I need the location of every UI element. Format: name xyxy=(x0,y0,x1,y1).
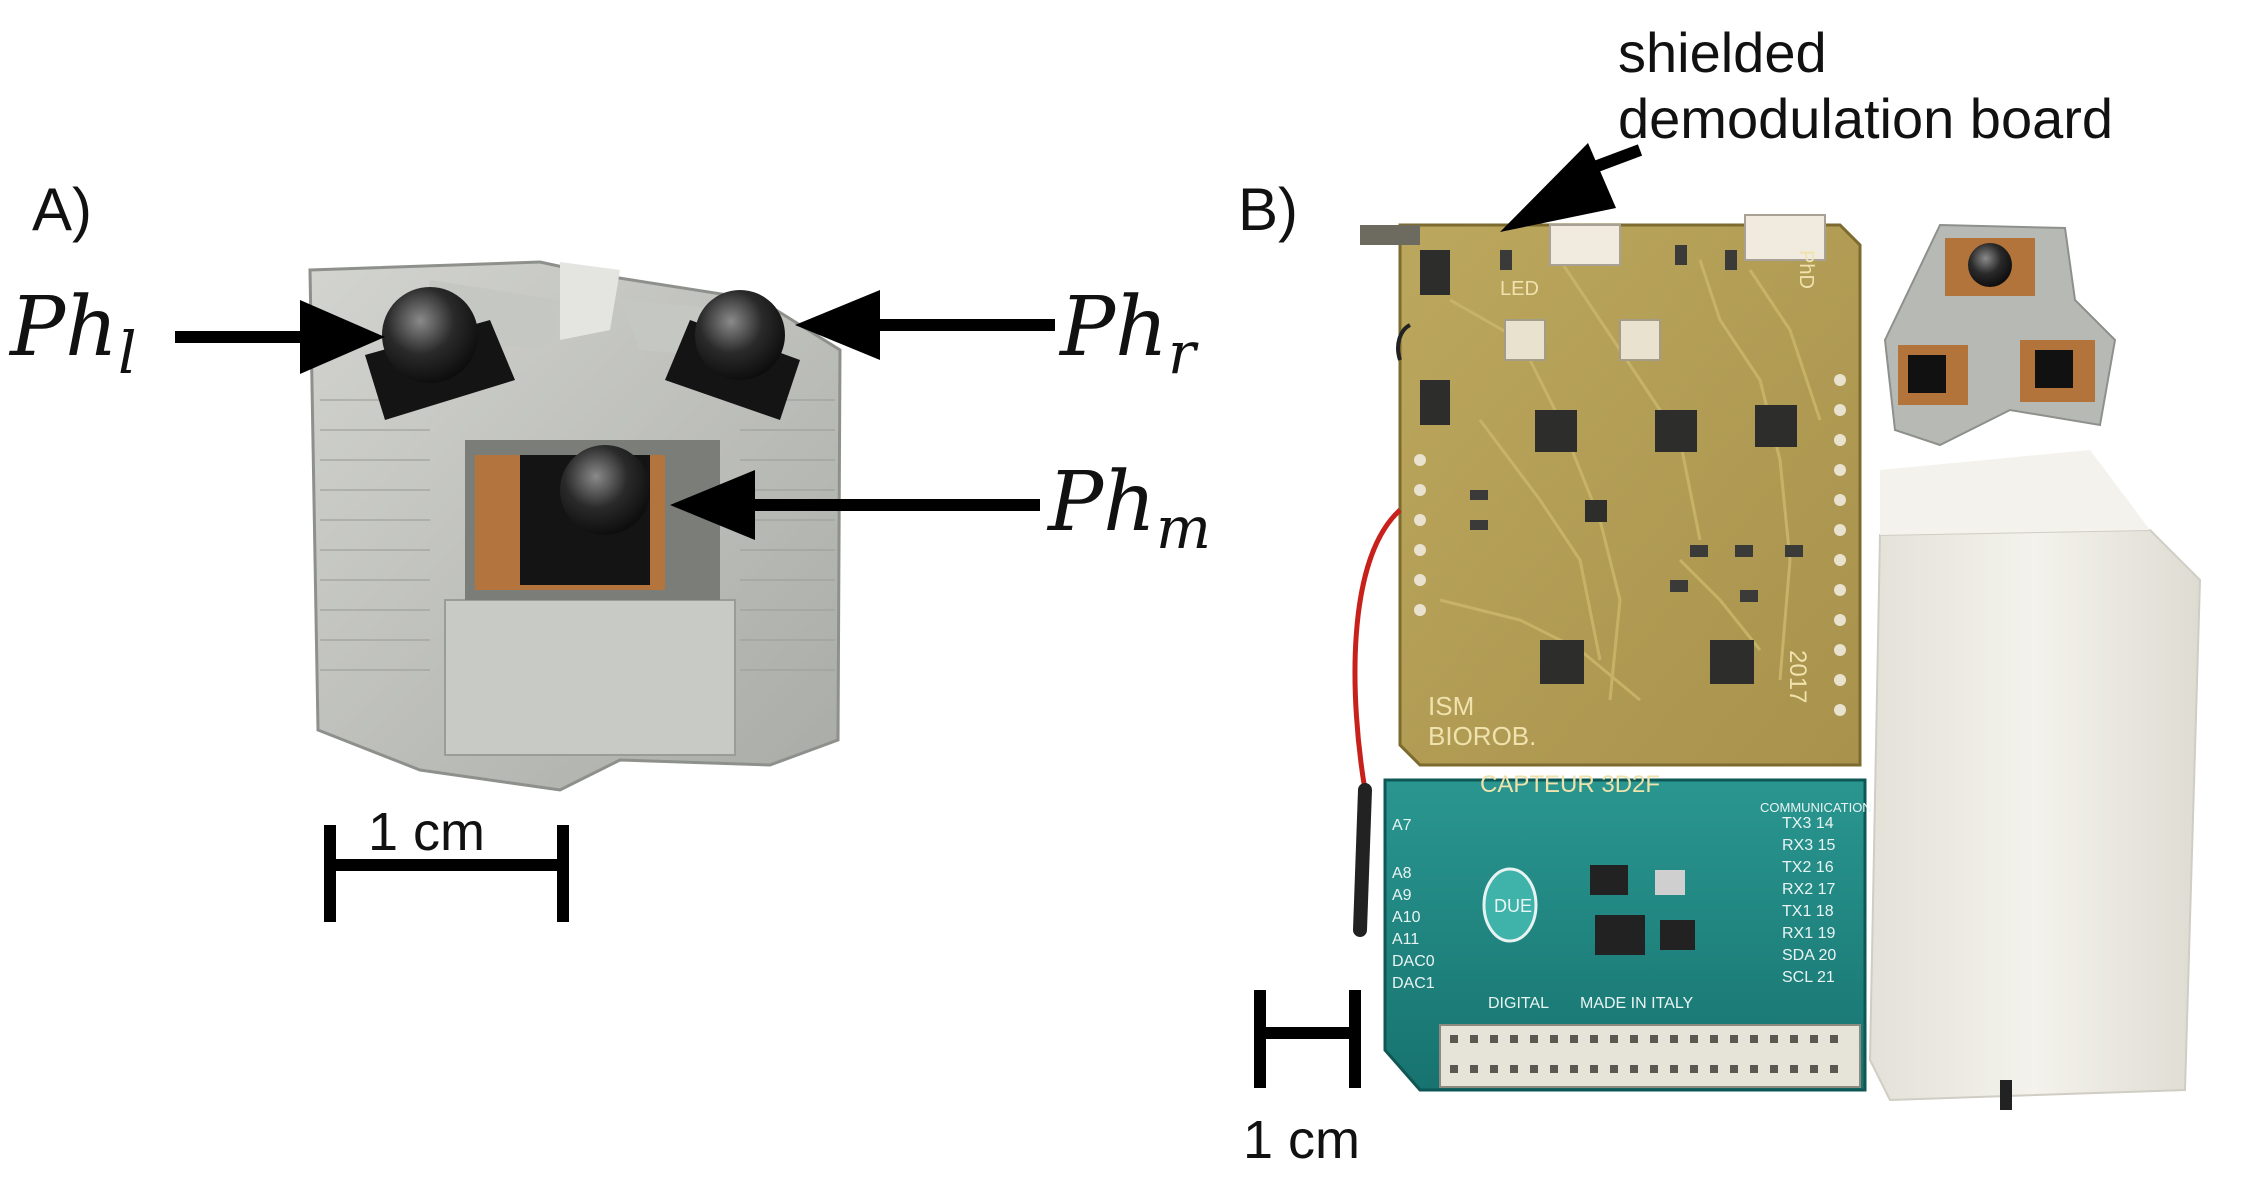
scale-bar-a: 1 cm xyxy=(324,802,569,922)
arrow-right-sensor xyxy=(795,290,1055,360)
photodiode-right xyxy=(665,290,800,420)
pin-label: SDA 20 xyxy=(1782,947,1836,964)
header-connector xyxy=(1439,1024,1861,1088)
pin-label: SCL 21 xyxy=(1782,969,1835,986)
scale-bar-a-text: 1 cm xyxy=(368,802,485,862)
pcb-biorob-text: BIOROB. xyxy=(1428,721,1536,751)
scale-bar-b: 1 cm xyxy=(1243,990,1361,1170)
photodiode-middle xyxy=(520,445,650,585)
digital-label: DIGITAL xyxy=(1488,995,1549,1012)
pcb-ism-text: ISM xyxy=(1428,691,1474,721)
pin-label: A10 xyxy=(1392,909,1421,926)
pin-label: RX3 15 xyxy=(1782,837,1835,854)
label-ph-l: Phl xyxy=(8,280,137,387)
pin-label: TX1 18 xyxy=(1782,903,1834,920)
pcb-phd-text: PhD xyxy=(1795,250,1817,289)
pin-label: RX2 17 xyxy=(1782,881,1835,898)
demodulation-pcb: ISM BIOROB. CAPTEUR 3D2F 2017 LED PhD xyxy=(1360,214,1862,798)
due-logo-text: DUE xyxy=(1494,896,1532,916)
scale-bar-b-text: 1 cm xyxy=(1243,1110,1360,1170)
pin-label: TX3 14 xyxy=(1782,815,1834,832)
pin-label: A7 xyxy=(1392,817,1412,834)
pcb-led-text: LED xyxy=(1500,278,1539,300)
panel-b-label: B) xyxy=(1238,176,1298,243)
white-sensor-housing xyxy=(1868,223,2202,1110)
pcb-year-text: 2017 xyxy=(1784,650,1811,703)
pin-label: DAC0 xyxy=(1392,953,1435,970)
panel-a: A) xyxy=(8,176,1211,922)
pin-label: RX1 19 xyxy=(1782,925,1835,942)
pin-label: TX2 16 xyxy=(1782,859,1834,876)
panel-b: B) shielded demodulation board xyxy=(1238,21,2202,1170)
sensor-cable xyxy=(1352,323,1412,937)
label-ph-m: Phm xyxy=(1046,455,1211,562)
photodiode-left xyxy=(365,287,515,420)
communication-label: COMMUNICATION xyxy=(1760,800,1872,815)
pcb-capteur-text: CAPTEUR 3D2F xyxy=(1480,771,1660,798)
arrow-middle-sensor xyxy=(670,470,1040,540)
arduino-due-board: DUE A7 A8 A9 A10 A11 DAC0 DAC1 TX3 14 RX… xyxy=(1383,778,1872,1092)
arrow-left-sensor xyxy=(175,300,385,374)
annotation-line1: shielded xyxy=(1618,21,1827,84)
made-in-label: MADE IN ITALY xyxy=(1580,995,1694,1012)
pin-label: A9 xyxy=(1392,887,1412,904)
annotation-line2: demodulation board xyxy=(1618,87,2113,150)
panel-a-label: A) xyxy=(32,176,92,243)
label-ph-r: Phr xyxy=(1058,280,1199,387)
arrow-demodulation-board xyxy=(1500,143,1643,232)
pin-label: A11 xyxy=(1392,931,1419,948)
pin-label: DAC1 xyxy=(1392,975,1435,992)
pin-label: A8 xyxy=(1392,865,1412,882)
